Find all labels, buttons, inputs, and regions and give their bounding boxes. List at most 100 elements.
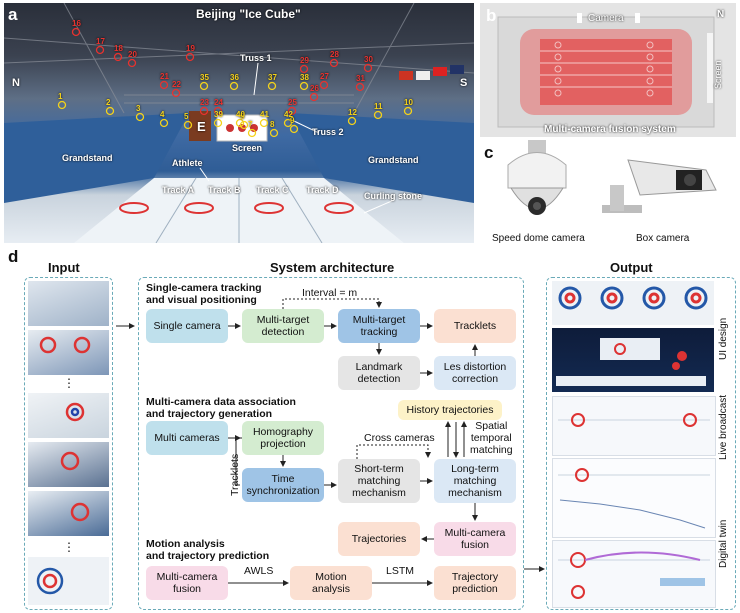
- yellow-camera-marker-6: [239, 120, 249, 130]
- red-camera-marker-21: [159, 80, 169, 90]
- yellow-camera-marker-11: [373, 110, 383, 120]
- red-camera-label-27: 27: [320, 72, 329, 81]
- yellow-camera-label-38: 38: [300, 73, 309, 82]
- lstm-label: LSTM: [386, 565, 415, 577]
- red-camera-label-26: 26: [310, 84, 319, 93]
- yellow-camera-label-5: 5: [184, 112, 189, 121]
- red-camera-marker-30: [363, 63, 373, 73]
- ui-design-screenshot-2: [552, 328, 714, 392]
- yellow-camera-marker-39: [213, 118, 223, 128]
- fusion-system-render: b Camera N Screen Multi-camera fusion sy…: [480, 3, 736, 137]
- red-camera-label-23: 23: [200, 98, 209, 107]
- multi-target-tracking-node: Multi-target tracking: [338, 309, 420, 343]
- yellow-camera-label-6: 6: [240, 112, 245, 121]
- yellow-camera-label-3: 3: [136, 104, 141, 113]
- les-distortion-node: Les distortion correction: [434, 356, 516, 390]
- awls-label: AWLS: [244, 565, 274, 577]
- athlete-label: Athlete: [172, 158, 203, 168]
- red-camera-marker-16: [71, 27, 81, 37]
- fusion-caption: Multi-camera fusion system: [544, 124, 676, 135]
- input-thumb-5: [28, 491, 109, 536]
- arena-structure: [4, 3, 474, 243]
- yellow-camera-label-35: 35: [200, 73, 209, 82]
- red-camera-label-25: 25: [288, 98, 297, 107]
- camera-label: Camera: [588, 13, 624, 24]
- yellow-camera-label-8: 8: [270, 120, 275, 129]
- output-title: Output: [610, 260, 653, 275]
- grandstand-right-label: Grandstand: [368, 155, 419, 165]
- section-single-camera: Single-camera tracking and visual positi…: [146, 282, 262, 306]
- single-camera-node: Single camera: [146, 309, 228, 343]
- red-camera-label-19: 19: [186, 44, 195, 53]
- yellow-camera-marker-1: [57, 100, 67, 110]
- trajectory-prediction-node: Trajectory prediction: [434, 566, 516, 600]
- architecture-frame: [138, 277, 524, 610]
- yellow-camera-label-39: 39: [214, 110, 223, 119]
- red-camera-marker-18: [113, 52, 123, 62]
- south-label: S: [460, 77, 468, 89]
- digital-twin-label: Digital twin: [718, 519, 729, 568]
- red-camera-marker-28: [329, 58, 339, 68]
- yellow-camera-marker-2: [105, 106, 115, 116]
- panel-b-screen: Screen: [713, 60, 723, 89]
- red-camera-label-29: 29: [300, 56, 309, 65]
- digital-twin-screenshot-2: [552, 540, 716, 608]
- yellow-camera-marker-3: [135, 112, 145, 122]
- track-b-label: Track B: [208, 185, 241, 195]
- output-frame: [546, 277, 736, 610]
- red-camera-marker-27: [319, 80, 329, 90]
- arena-title: Beijing "Ice Cube": [196, 7, 301, 21]
- truss2-label: Truss 2: [312, 127, 344, 137]
- yellow-camera-marker-42: [283, 118, 293, 128]
- red-camera-marker-22: [171, 88, 181, 98]
- input-frame: [24, 277, 113, 610]
- input-thumb-3: [28, 393, 109, 438]
- time-sync-node: Time synchronization: [242, 468, 324, 502]
- grandstand-left-label: Grandstand: [62, 153, 113, 163]
- input-thumb-4: [28, 442, 109, 487]
- speed-dome-caption: Speed dome camera: [492, 233, 585, 244]
- section-multi-camera: Multi-camera data association and trajec…: [146, 396, 296, 420]
- yellow-camera-marker-8: [269, 128, 279, 138]
- red-camera-label-30: 30: [364, 55, 373, 64]
- red-camera-label-21: 21: [160, 72, 169, 81]
- red-camera-marker-29: [299, 64, 309, 74]
- long-term-node: Long-term matching mechanism: [434, 459, 516, 503]
- panel-c-letter: c: [484, 143, 494, 162]
- red-camera-label-24: 24: [214, 98, 223, 107]
- input-title: Input: [48, 260, 80, 275]
- red-camera-label-22: 22: [172, 80, 181, 89]
- yellow-camera-label-41: 41: [260, 110, 269, 119]
- ui-design-label: UI design: [718, 317, 729, 360]
- red-camera-label-17: 17: [96, 37, 105, 46]
- screen-label: Screen: [232, 143, 263, 153]
- red-camera-marker-24: [213, 106, 223, 116]
- panel-b-letter: b: [486, 6, 497, 25]
- trajectories-node: Trajectories: [338, 522, 420, 556]
- yellow-camera-label-10: 10: [404, 98, 413, 107]
- cross-cameras-label: Cross cameras: [364, 432, 435, 444]
- yellow-camera-marker-35: [199, 81, 209, 91]
- input-thumb-2: [28, 330, 109, 375]
- yellow-camera-label-7: 7: [248, 120, 253, 129]
- yellow-camera-marker-40: [235, 118, 245, 128]
- yellow-camera-marker-12: [347, 116, 357, 126]
- panel-a-letter: a: [8, 5, 18, 24]
- live-broadcast-label: Live broadcast: [718, 394, 729, 460]
- panel-b-north: N: [717, 9, 725, 20]
- red-camera-label-20: 20: [128, 50, 137, 59]
- history-trajectories-node: History trajectories: [398, 400, 502, 420]
- multi-camera-fusion-node-2: Multi-camera fusion: [146, 566, 228, 600]
- box-camera-caption: Box camera: [636, 233, 690, 244]
- red-camera-marker-17: [95, 45, 105, 55]
- architecture-title: System architecture: [270, 260, 395, 275]
- e-mark: E: [197, 119, 206, 134]
- multi-camera-fusion-node: Multi-camera fusion: [434, 522, 516, 556]
- red-camera-marker-25: [287, 106, 297, 116]
- tracklets-vertical-label: Tracklets: [229, 453, 241, 496]
- yellow-camera-marker-10: [403, 106, 413, 116]
- yellow-camera-label-36: 36: [230, 73, 239, 82]
- red-camera-marker-31: [355, 82, 365, 92]
- panel-d-letter: d: [8, 247, 19, 266]
- red-camera-label-28: 28: [330, 50, 339, 59]
